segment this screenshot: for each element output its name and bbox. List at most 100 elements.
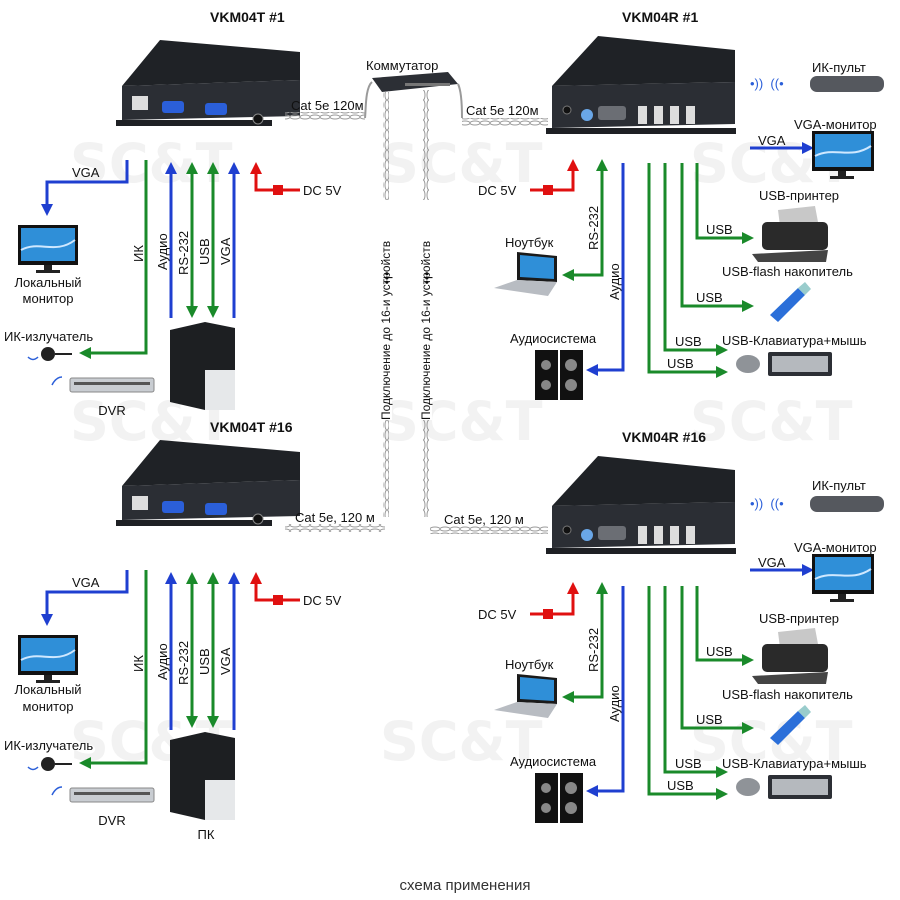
ir-emitter-label: ИК-излучатель (4, 738, 93, 753)
usb-label: USB (675, 334, 702, 349)
transmitter-device-icon (116, 440, 300, 526)
signal-label: RS-232 (176, 641, 191, 685)
power-line (250, 572, 300, 602)
usb-port (654, 526, 663, 544)
signal-label: ИК (131, 655, 146, 672)
power-jack (562, 105, 572, 115)
audio-line (586, 586, 625, 797)
vga-port (205, 103, 227, 115)
power-jack (562, 525, 572, 535)
rs232-label: RS-232 (586, 206, 601, 250)
usb-line (663, 586, 728, 778)
watermark: SC&T (380, 390, 543, 453)
vga-label: VGA (758, 133, 786, 148)
trunk-ellipsis: ••• (420, 272, 434, 285)
channel-knob (581, 529, 593, 541)
cat5e-cable (462, 118, 548, 126)
power-label: DC 5V (303, 593, 342, 608)
printer-icon (752, 206, 828, 262)
usb-line (680, 586, 754, 734)
vga-port (162, 501, 184, 513)
power-jack (252, 113, 264, 125)
channel-knob (581, 109, 593, 121)
vga-port (205, 503, 227, 515)
power-plug-icon (543, 185, 553, 195)
audio-label: Аудио (607, 685, 622, 722)
dvr-icon (51, 376, 155, 393)
power-label: DC 5V (303, 183, 342, 198)
speakers-icon (535, 350, 583, 400)
kbm-label: USB-Клавиатура+мышь (722, 333, 867, 348)
usb-port (654, 106, 663, 124)
power-jack (252, 513, 264, 525)
label-bg (420, 200, 432, 420)
transmitter-device-icon (116, 40, 300, 126)
label-bg (380, 200, 392, 420)
signal-label: Аудио (155, 233, 170, 270)
switch-ports (405, 83, 450, 86)
signal-label: USB (197, 238, 212, 265)
usb-line (695, 586, 754, 666)
ir-emitter-label: ИК-излучатель (4, 329, 93, 344)
ir-remote-icon (810, 76, 884, 92)
cable-to-tx1 (364, 81, 373, 119)
power-label: DC 5V (478, 607, 517, 622)
usb-line (647, 163, 728, 378)
rs232-label: RS-232 (586, 628, 601, 672)
kbm-label: USB-Клавиатура+мышь (722, 756, 867, 771)
receiver-vkm04r-16: VKM04R #16 Cat 5e, 120 м ИК-пульт •)) ((… (430, 429, 884, 823)
usb-port (686, 526, 695, 544)
signal-label: RS-232 (176, 231, 191, 275)
vga-out-label: VGA (72, 575, 100, 590)
usb-port (670, 106, 679, 124)
vga-out-line (41, 160, 129, 216)
power-plug-icon (543, 609, 553, 619)
local-monitor-label: монитор (23, 699, 74, 714)
flash-label: USB-flash накопитель (722, 687, 853, 702)
vga-monitor-label: VGA-монитор (794, 117, 877, 132)
watermark: SC&T (70, 132, 233, 195)
ethernet-port (132, 96, 148, 110)
usb-port (670, 526, 679, 544)
rs232-port (598, 106, 626, 120)
laptop-icon (494, 674, 557, 718)
ir-emitter-icon (27, 347, 72, 361)
usb-line (647, 586, 728, 800)
diagram-caption: схема применения (400, 877, 531, 894)
watermark: SC&T (690, 390, 853, 453)
watermark: SC&T (380, 132, 543, 195)
cat5e-cable (430, 526, 548, 534)
local-monitor-icon (18, 225, 78, 273)
pc-tower-icon (170, 322, 235, 410)
audio-line (586, 163, 625, 376)
network-switch: Коммутатор (366, 58, 458, 92)
vga-out-label: VGA (72, 165, 100, 180)
switch-label: Коммутатор (366, 58, 438, 73)
laptop-icon (494, 252, 557, 296)
pc-tower-icon (170, 732, 235, 820)
flash-label: USB-flash накопитель (722, 264, 853, 279)
power-label: DC 5V (478, 183, 517, 198)
trunk-ellipsis: ••• (380, 272, 394, 285)
local-monitor-icon (18, 635, 78, 683)
trunk-label-left: Подключение до 16-и устройств (379, 241, 393, 420)
usb-port (638, 106, 647, 124)
pc-label: ПК (198, 827, 215, 842)
cable-label: Cat 5e 120м (466, 103, 539, 118)
vga-monitor-icon (812, 554, 874, 602)
ir-remote-icon (810, 496, 884, 512)
laptop-label: Ноутбук (505, 657, 554, 672)
transmitter-title: VKM04T #1 (210, 9, 285, 25)
usb-line (663, 163, 728, 356)
vga-label: VGA (758, 555, 786, 570)
keyboard-mouse-icon (736, 775, 832, 799)
ir-emitter-icon (27, 757, 72, 771)
cat5e-cable (285, 112, 365, 120)
speakers-label: Аудиосистема (510, 331, 597, 346)
usb-port (638, 526, 647, 544)
receiver-vkm04r-1: VKM04R #1 Cat 5e 120м ИК-пульт •)) ((• V… (462, 9, 884, 400)
usb-label: USB (696, 290, 723, 305)
cable-label: Cat 5e 120м (291, 98, 364, 113)
ir-signal-icon: •)) ((• (750, 76, 784, 91)
